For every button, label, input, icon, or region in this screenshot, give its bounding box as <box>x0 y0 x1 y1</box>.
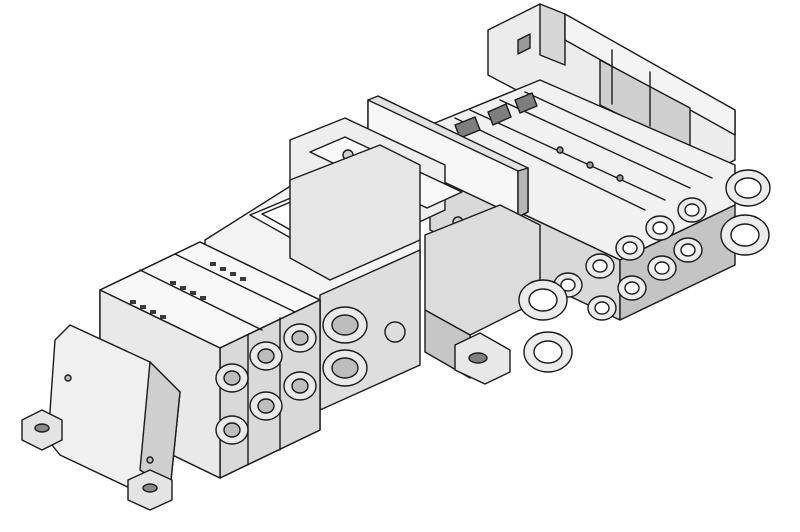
fitting-icon <box>585 253 615 279</box>
connector-icon <box>283 371 317 401</box>
front-end-cover <box>47 324 181 501</box>
connector-icon <box>322 349 368 387</box>
fitting-icon <box>673 237 703 263</box>
fitting-icon <box>645 215 675 241</box>
led-indicators <box>130 262 246 319</box>
mounting-feet <box>21 409 173 511</box>
fitting-icon <box>617 275 647 301</box>
valve-fittings <box>518 169 771 373</box>
fitting-icon <box>677 197 707 223</box>
connector-icon <box>215 363 249 393</box>
fitting-icon <box>647 255 677 281</box>
fitting-icon <box>725 169 771 207</box>
fitting-icon <box>518 279 568 321</box>
fitting-icon <box>615 235 645 261</box>
connector-icon <box>322 306 368 344</box>
connector-icon <box>384 321 406 343</box>
fitting-icon <box>523 331 573 373</box>
connector-icon <box>249 391 283 421</box>
module-connectors <box>215 323 317 445</box>
connector-icon <box>215 415 249 445</box>
fitting-icon <box>587 295 617 321</box>
fitting-icon <box>720 214 770 256</box>
connector-icon <box>283 323 317 353</box>
connector-icon <box>249 341 283 371</box>
